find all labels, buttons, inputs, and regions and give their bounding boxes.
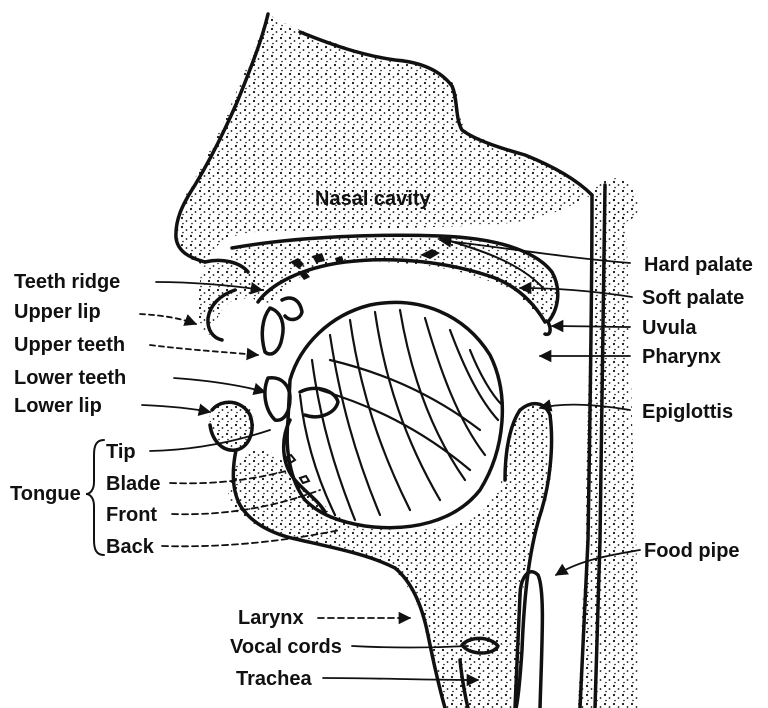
label-lower-teeth: Lower teeth — [14, 367, 126, 389]
tongue-body — [284, 302, 503, 527]
label-food-pipe: Food pipe — [644, 540, 740, 562]
label-upper-teeth: Upper teeth — [14, 334, 125, 356]
label-lower-lip: Lower lip — [14, 395, 102, 417]
label-larynx: Larynx — [238, 607, 304, 629]
label-uvula: Uvula — [642, 317, 697, 339]
label-soft-palate: Soft palate — [642, 287, 744, 309]
label-pharynx: Pharynx — [642, 346, 721, 368]
label-blade: Blade — [106, 473, 160, 495]
label-trachea: Trachea — [236, 668, 312, 690]
label-hard-palate: Hard palate — [644, 254, 753, 276]
label-upper-lip: Upper lip — [14, 301, 101, 323]
label-tongue: Tongue — [10, 483, 81, 505]
upper-teeth — [262, 298, 302, 354]
label-tip: Tip — [106, 441, 136, 463]
label-vocal-cords: Vocal cords — [230, 636, 342, 658]
label-front: Front — [106, 504, 157, 526]
label-epiglottis: Epiglottis — [642, 401, 733, 423]
label-back: Back — [106, 536, 155, 558]
label-teeth-ridge: Teeth ridge — [14, 271, 120, 293]
tongue-fibres — [300, 310, 502, 520]
palate-tissue — [230, 237, 557, 322]
label-nasal-cavity: Nasal cavity — [315, 188, 432, 210]
tongue-brace — [86, 440, 104, 555]
labels: Nasal cavity Teeth ridge Upper lip Upper… — [10, 188, 753, 690]
uvula-shape — [545, 322, 550, 334]
